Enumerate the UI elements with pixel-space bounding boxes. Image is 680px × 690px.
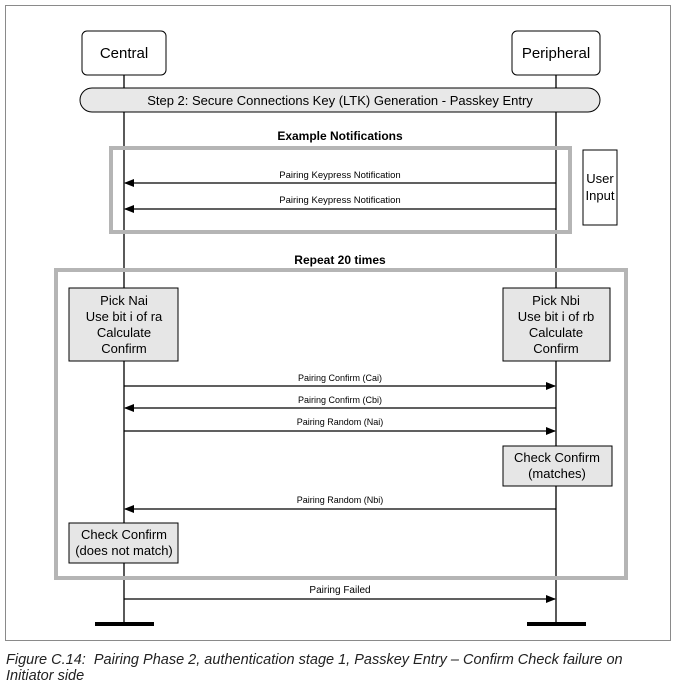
peripheral-compute-line-2: Use bit i of rb [518,309,595,324]
peripheral-check-line-2: (matches) [528,466,586,481]
repeat-group-title: Repeat 20 times [294,253,386,267]
central-compute-line-3: Calculate [97,325,151,340]
notification-message-1-label: Pairing Keypress Notification [279,170,400,181]
peripheral-actor-label: Peripheral [522,45,590,62]
figure-caption-text: Pairing Phase 2, authentication stage 1,… [6,652,623,684]
central-compute-line-1: Pick Nai [100,293,148,308]
notification-message-2-label: Pairing Keypress Notification [279,195,400,206]
notification-message-2: Pairing Keypress Notification [124,195,556,213]
peripheral-compute-line-3: Calculate [529,325,583,340]
pairing-confirm-cai-label: Pairing Confirm (Cai) [298,373,382,383]
pairing-random-nbi-message: Pairing Random (Nbi) [124,495,556,513]
figure-frame [5,5,671,641]
central-compute-line-4: Confirm [101,341,147,356]
step-banner-label: Step 2: Secure Connections Key (LTK) Gen… [147,93,533,108]
peripheral-compute-box: Pick Nbi Use bit i of rb Calculate Confi… [502,287,611,362]
pairing-confirm-cbi-message: Pairing Confirm (Cbi) [124,395,556,412]
pairing-confirm-cbi-label: Pairing Confirm (Cbi) [298,395,382,405]
central-actor-label: Central [100,45,148,62]
central-compute-box: Pick Nai Use bit i of ra Calculate Confi… [68,287,179,362]
step-banner: Step 2: Secure Connections Key (LTK) Gen… [79,87,601,113]
pairing-failed-message: Pairing Failed [124,585,556,603]
pairing-random-nbi-label: Pairing Random (Nbi) [297,495,384,505]
peripheral-check-confirm-box: Check Confirm (matches) [502,445,613,487]
figure-caption-label: Figure C.14: [6,652,86,668]
pairing-confirm-cai-message: Pairing Confirm (Cai) [124,373,556,390]
peripheral-check-line-1: Check Confirm [514,450,600,465]
central-check-line-1: Check Confirm [81,527,167,542]
central-actor-box: Central [81,30,167,76]
pairing-random-nai-label: Pairing Random (Nai) [297,417,384,427]
figure-caption: Figure C.14: Pairing Phase 2, authentica… [6,652,671,684]
user-input-line-1: User [586,171,614,186]
pairing-random-nai-message: Pairing Random (Nai) [124,417,556,435]
user-input-box: User Input [582,149,618,226]
peripheral-actor-box: Peripheral [511,30,601,76]
peripheral-compute-line-4: Confirm [533,341,579,356]
pairing-failed-label: Pairing Failed [309,585,370,596]
notifications-group-frame [109,146,572,234]
peripheral-compute-line-1: Pick Nbi [532,293,580,308]
notification-message-1: Pairing Keypress Notification [124,170,556,187]
sequence-diagram: Central Peripheral Step 2: Secure Connec… [54,30,628,626]
notifications-group-title: Example Notifications [277,129,403,143]
central-check-confirm-box: Check Confirm (does not match) [68,522,179,564]
central-check-line-2: (does not match) [75,543,173,558]
user-input-line-2: Input [586,188,615,203]
repeat-group-frame [54,268,628,580]
central-compute-line-2: Use bit i of ra [86,309,163,324]
